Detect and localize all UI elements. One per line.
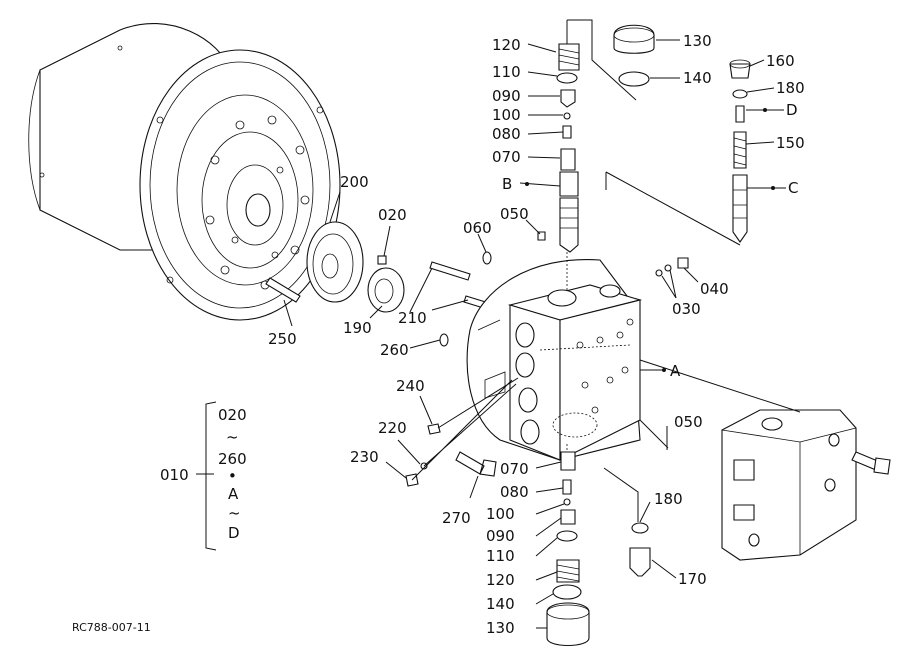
label-040: 040 xyxy=(700,280,729,298)
end-cover xyxy=(639,359,891,561)
label-190: 190 xyxy=(343,319,372,337)
label-a: A xyxy=(670,362,681,380)
label-120-bot: 120 xyxy=(486,571,515,589)
label-170: 170 xyxy=(678,570,707,588)
valve-block xyxy=(466,258,643,461)
assembly-bracket xyxy=(205,401,217,551)
label-160: 160 xyxy=(766,52,795,70)
range-start: 020 xyxy=(218,406,247,424)
part-250-pin xyxy=(265,277,301,303)
part-190-bearing xyxy=(367,267,405,313)
range-dot: • xyxy=(228,467,237,485)
part-060-oring xyxy=(482,251,492,265)
label-130-bot: 130 xyxy=(486,619,515,637)
label-c: C xyxy=(788,179,798,197)
label-090-top: 090 xyxy=(492,87,521,105)
label-120-top: 120 xyxy=(492,36,521,54)
part-200-disc xyxy=(306,221,364,303)
part-030-washer xyxy=(664,264,672,272)
label-200: 200 xyxy=(340,173,369,191)
label-010: 010 xyxy=(160,466,189,484)
range-tilde-1: ~ xyxy=(226,428,239,446)
label-110-bot: 110 xyxy=(486,547,515,565)
label-180-top: 180 xyxy=(776,79,805,97)
label-110-top: 110 xyxy=(492,63,521,81)
label-130-top: 130 xyxy=(683,32,712,50)
label-150: 150 xyxy=(776,134,805,152)
label-090-bot: 090 xyxy=(486,527,515,545)
label-220: 220 xyxy=(378,419,407,437)
label-b: B xyxy=(502,175,512,193)
part-260-oring xyxy=(439,333,449,347)
label-140-bot: 140 xyxy=(486,595,515,613)
part-270-bolt xyxy=(455,451,497,477)
label-100-top: 100 xyxy=(492,106,521,124)
label-100-bot: 100 xyxy=(486,505,515,523)
label-080-top: 080 xyxy=(492,125,521,143)
lower-valve-stack xyxy=(546,444,651,647)
label-240: 240 xyxy=(396,377,425,395)
part-240-plug xyxy=(427,423,441,435)
part-030-washer xyxy=(655,269,663,277)
range-mid: 260 xyxy=(218,450,247,468)
label-180-bot: 180 xyxy=(654,490,683,508)
label-250: 250 xyxy=(268,330,297,348)
label-030: 030 xyxy=(672,300,701,318)
label-050-bot: 050 xyxy=(674,413,703,431)
drawing-code: RC788-007-11 xyxy=(72,621,151,634)
part-labels: 120 110 090 100 080 070 B 130 140 160 18… xyxy=(160,32,805,637)
upper-valve-stack xyxy=(556,19,655,290)
label-070-top: 070 xyxy=(492,148,521,166)
part-210-pin xyxy=(429,261,471,281)
range-tilde-2: ~ xyxy=(228,504,241,522)
label-140-top: 140 xyxy=(683,69,712,87)
label-060: 060 xyxy=(463,219,492,237)
range-a: A xyxy=(228,485,239,503)
motor-housing xyxy=(28,23,341,321)
label-270: 270 xyxy=(442,509,471,527)
assembly-range: 020 ~ 260 • A ~ D xyxy=(218,406,247,542)
part-020-pin xyxy=(377,255,387,265)
label-020: 020 xyxy=(378,206,407,224)
part-040-bolt xyxy=(677,257,689,269)
label-210: 210 xyxy=(398,309,427,327)
relief-spool xyxy=(605,59,751,246)
label-070-bot: 070 xyxy=(500,460,529,478)
leader-lines xyxy=(196,39,786,629)
range-d: D xyxy=(228,524,240,542)
label-080-bot: 080 xyxy=(500,483,529,501)
label-260: 260 xyxy=(380,341,409,359)
label-d: D xyxy=(786,101,798,119)
label-230: 230 xyxy=(350,448,379,466)
label-050-top: 050 xyxy=(500,205,529,223)
